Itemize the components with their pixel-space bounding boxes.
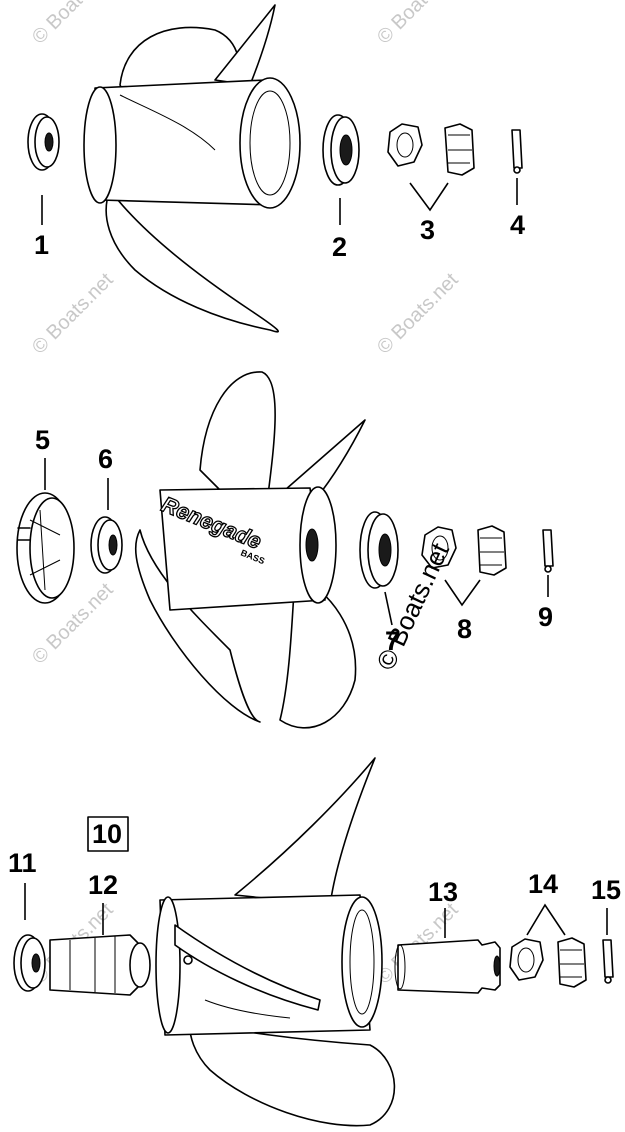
callout-7: 7 [385, 626, 400, 656]
watermark: © Boats.net [28, 0, 118, 49]
part-5-thrust-hub [16, 492, 75, 604]
callout-10: 10 [92, 819, 122, 849]
propeller-1 [83, 4, 301, 333]
part-12-hub-adapter [49, 934, 151, 996]
part-1-thrust-hub [27, 113, 60, 171]
part-6-washer [90, 516, 123, 574]
watermark: © Boats.net [373, 269, 463, 359]
part-7-spacer [359, 511, 399, 589]
callout-11: 11 [8, 848, 37, 878]
callout-4: 4 [510, 210, 525, 240]
callout-8: 8 [457, 614, 472, 644]
callout-9: 9 [538, 602, 553, 632]
watermark: © Boats.net [28, 269, 118, 359]
callout-12: 12 [88, 870, 118, 900]
part-8-nut-retainer [421, 525, 507, 576]
propeller-2: Renegade BASS [134, 371, 366, 729]
callout-1: 1 [34, 230, 49, 260]
part-3-nut-retainer [387, 123, 475, 176]
part-2-spacer [322, 114, 360, 186]
part-11-thrust-washer [13, 934, 46, 992]
callout-6: 6 [98, 444, 113, 474]
part-4-cotter-pin [511, 129, 523, 174]
watermark: © Boats.net [373, 0, 463, 49]
part-14-nut-retainer [509, 937, 587, 988]
part-15-cotter-pin [602, 939, 614, 984]
propeller-3 [155, 757, 396, 1127]
callout-2: 2 [332, 232, 347, 262]
callout-13: 13 [428, 877, 458, 907]
callout-15: 15 [591, 875, 621, 905]
callout-14: 14 [528, 869, 558, 899]
part-13-spacer-sleeve [394, 939, 501, 994]
callout-3: 3 [420, 215, 435, 245]
callout-5: 5 [35, 425, 50, 455]
part-9-cotter-pin [542, 529, 554, 573]
part-10-propeller-kit: 10 [87, 816, 129, 852]
